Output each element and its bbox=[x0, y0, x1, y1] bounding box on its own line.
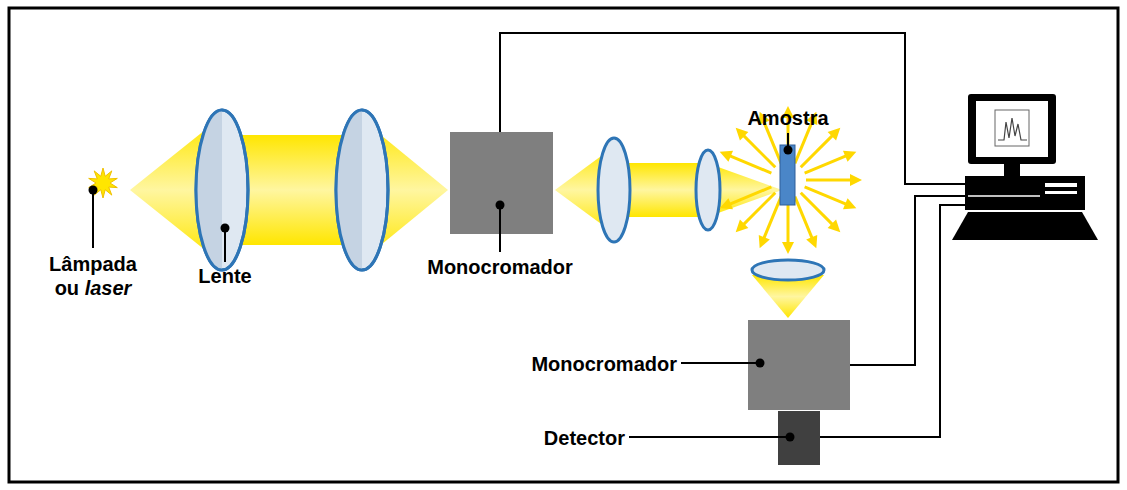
wire bbox=[850, 196, 968, 365]
arrowhead bbox=[720, 151, 733, 162]
lens bbox=[196, 110, 248, 270]
monochromator bbox=[748, 320, 850, 410]
arrowhead bbox=[828, 128, 841, 141]
ray bbox=[795, 197, 814, 243]
lamp-star bbox=[89, 168, 118, 198]
leader-lines bbox=[93, 133, 790, 437]
arrowhead bbox=[850, 174, 862, 186]
arrowhead bbox=[736, 220, 749, 233]
part-label: Lâmpada ou laser bbox=[48, 252, 138, 300]
ray bbox=[805, 154, 851, 173]
part-label: Lente bbox=[198, 264, 251, 288]
ray bbox=[725, 187, 771, 206]
arrowhead bbox=[720, 198, 733, 209]
frame bbox=[9, 8, 1118, 482]
emission-arrows bbox=[720, 106, 862, 254]
arrowhead bbox=[843, 198, 856, 209]
arrowhead bbox=[782, 242, 794, 254]
leader-dots bbox=[89, 146, 795, 442]
part-label: Detector bbox=[544, 426, 625, 450]
arrowhead bbox=[736, 128, 749, 141]
arrowhead bbox=[843, 151, 856, 162]
arrowhead bbox=[806, 235, 817, 248]
ray bbox=[806, 179, 856, 182]
lens bbox=[696, 150, 720, 230]
part-label: Amostra bbox=[747, 106, 828, 130]
lens bbox=[752, 260, 824, 280]
arrowhead bbox=[828, 220, 841, 233]
sample bbox=[780, 145, 795, 205]
computer bbox=[952, 94, 1098, 240]
lens bbox=[336, 110, 388, 270]
arrowhead bbox=[759, 235, 770, 248]
monochromator bbox=[450, 132, 553, 234]
part-label: Monocromador bbox=[531, 352, 677, 376]
part-label: Monocromador bbox=[427, 255, 573, 279]
lens bbox=[598, 138, 630, 242]
wire bbox=[500, 33, 968, 184]
